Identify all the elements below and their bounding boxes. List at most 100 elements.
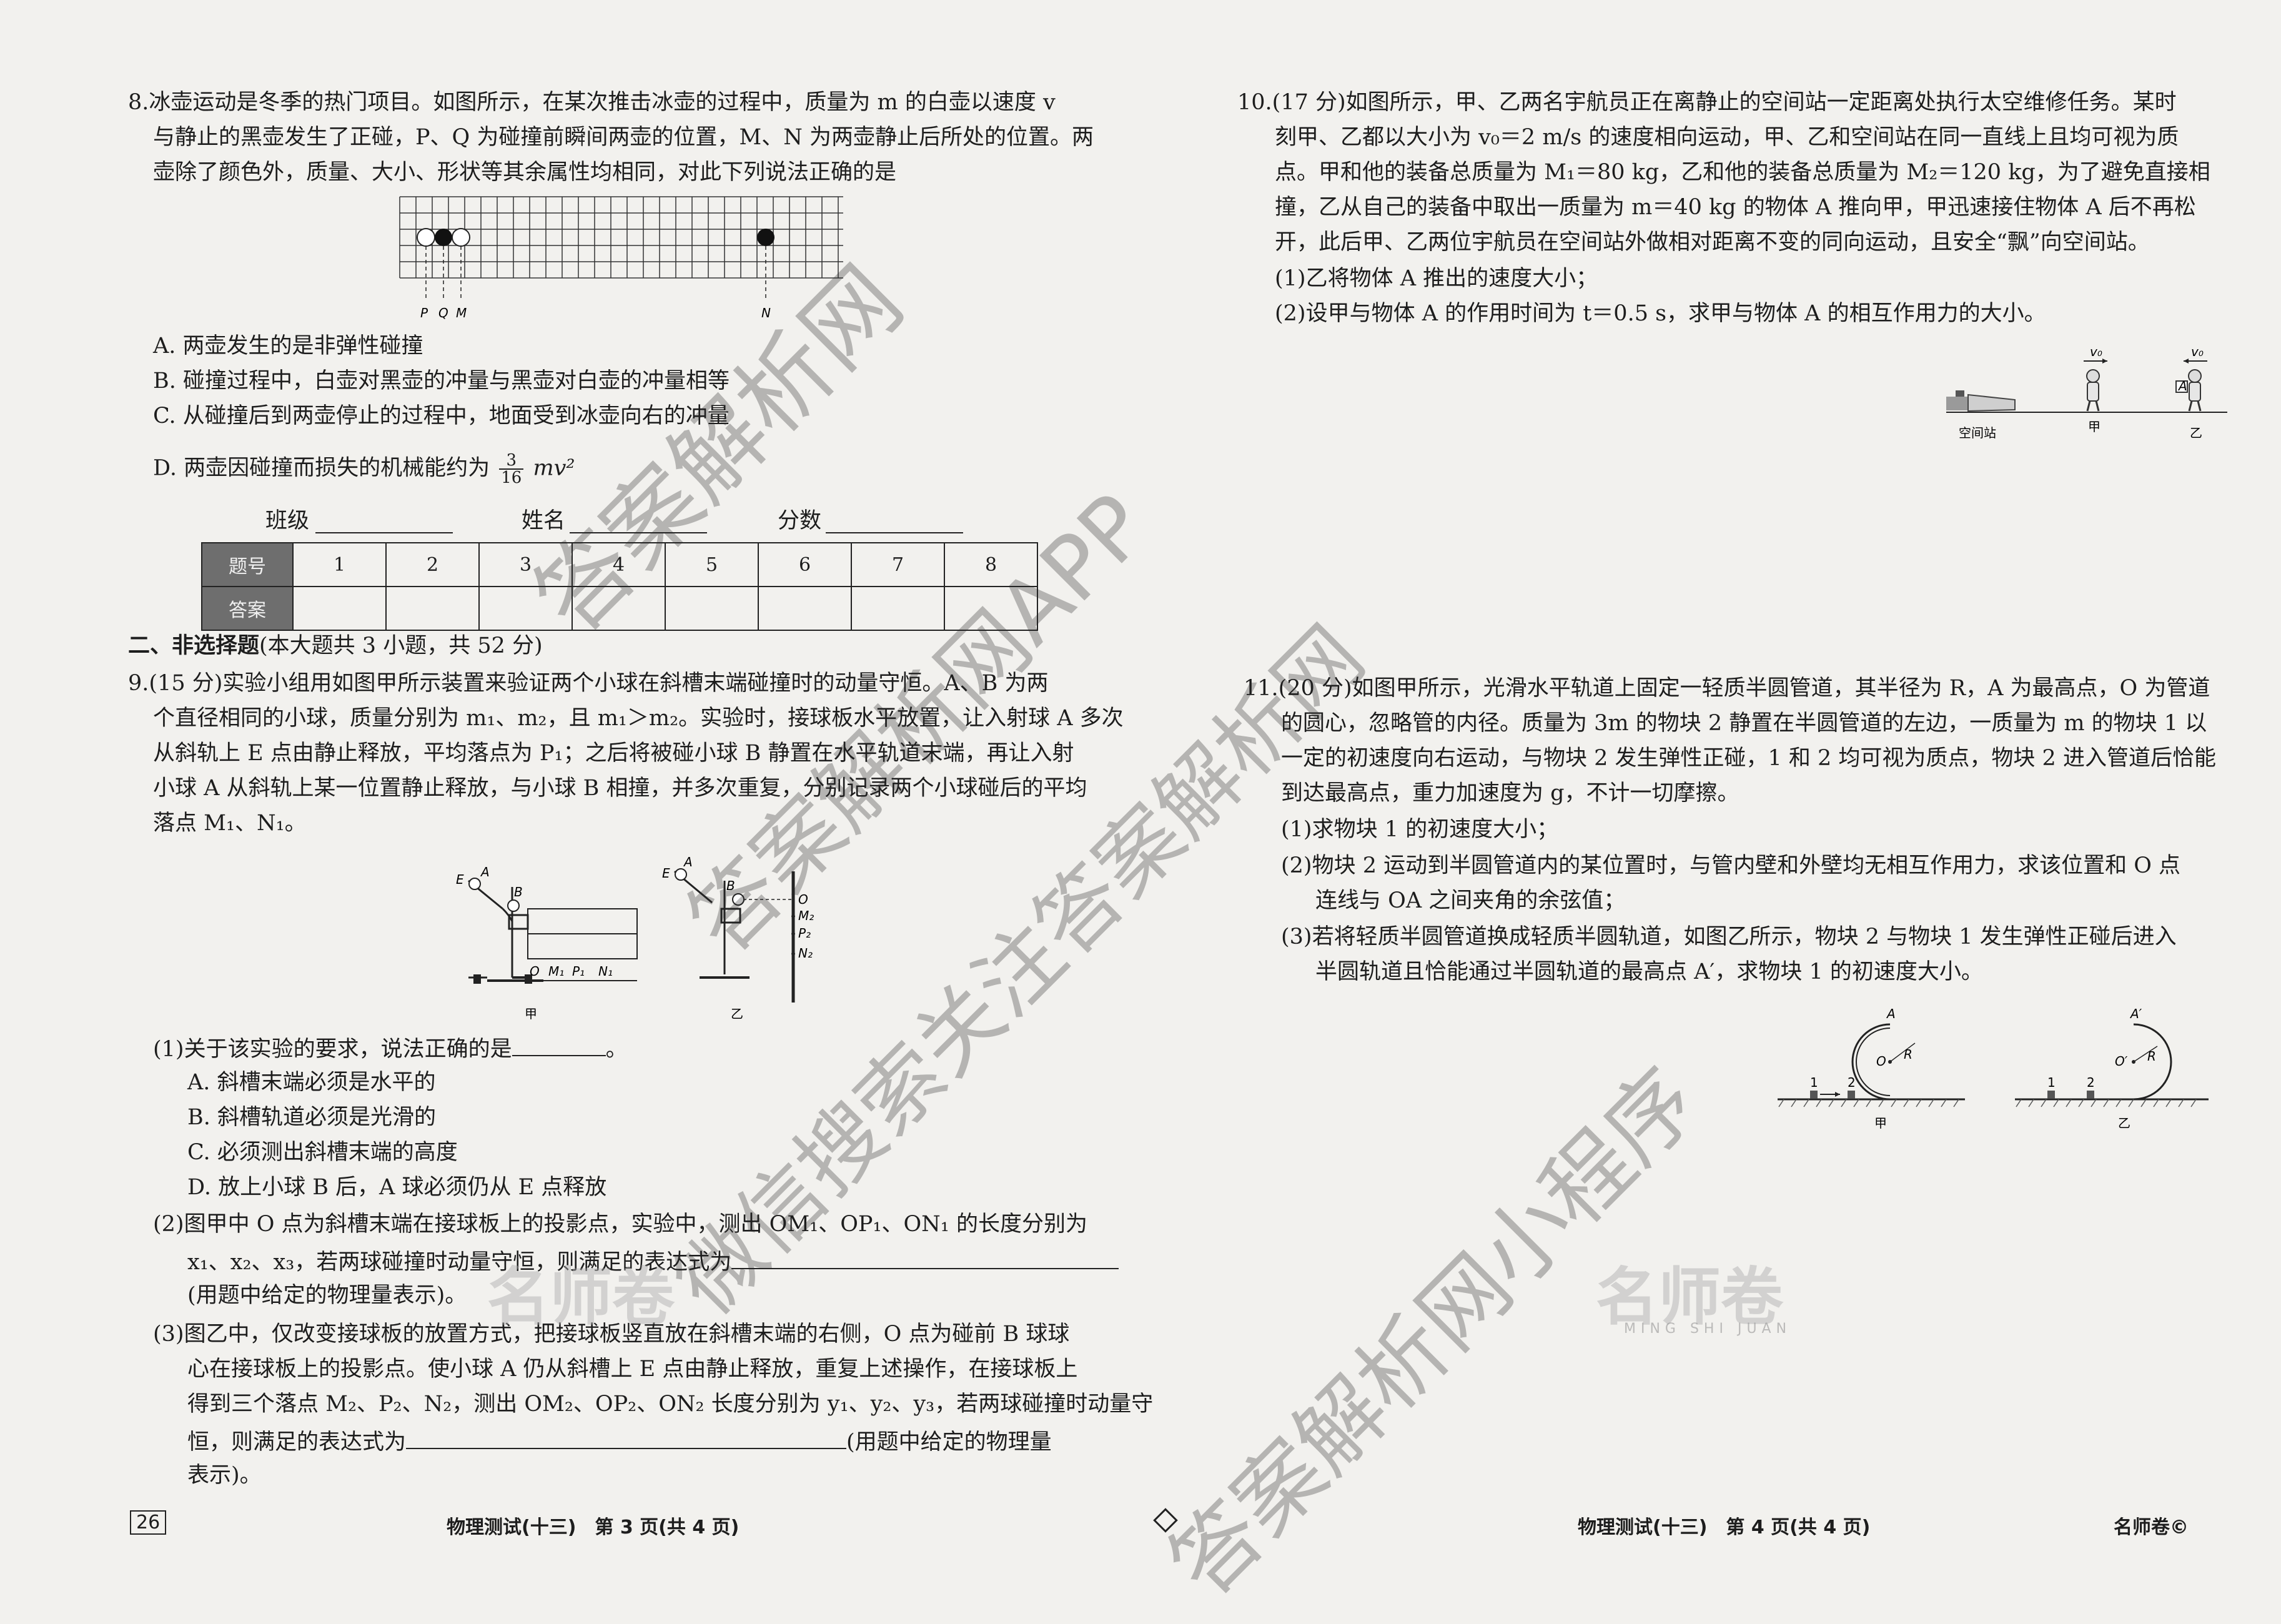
q9-part1-end: 。 [605,1037,628,1062]
q9-line1: 9.(15 分)实验小组用如图甲所示装置来验证两个小球在斜槽末端碰撞时的动量守恒… [128,671,1049,696]
answer-cell[interactable] [944,586,1038,631]
table-row: 题号 1 2 3 4 5 6 7 8 [201,542,1038,587]
name-field[interactable] [570,511,707,533]
fig11-caption-jia: 甲 [1874,1116,1887,1131]
name-label: 姓名 [522,508,566,533]
fig2-label-m2: M₂ [798,908,814,923]
fig11-label-r: R [1904,1047,1912,1062]
left-page: 8.冰壶运动是冬季的热门项目。如图所示，在某次推击冰壶的过程中，质量为 m 的白… [0,0,1153,1624]
white-stone-p [417,228,435,247]
q9-part3-line2: 心在接球板上的投影点。使小球 A 仍从斜槽上 E 点由静止释放，重复上述操作，在… [187,1357,1078,1382]
q11-figure-jia: A O R 1 2 甲 [1778,1006,1965,1131]
jia-label: 甲 [2088,419,2100,434]
q11-line4: 到达最高点，重力加速度为 g，不计一切摩擦。 [1281,781,1739,806]
q10-part1: (1)乙将物体 A 推出的速度大小； [1275,266,1598,291]
q8-line2: 与静止的黑壶发生了正碰，P、Q 为碰撞前瞬间两壶的位置，M、N 为两壶静止后所处… [153,125,1094,150]
table-row: 答案 [201,586,1038,631]
fig2-label-p2: P₂ [798,926,811,941]
q8-line3: 壶除了颜色外，质量、大小、形状等其余属性均相同，对此下列说法正确的是 [153,160,897,185]
q9-line2: 个直径相同的小球，质量分别为 m₁、m₂，且 m₁＞m₂。实验时，接球板水平放置… [153,706,1124,731]
q10-line2: 刻甲、乙都以大小为 v₀＝2 m/s 的速度相向运动，甲、乙和空间站在同一直线上… [1275,125,2179,150]
row-head-number: 题号 [201,542,294,587]
q9-part3-line5: 表示)。 [187,1463,262,1488]
answer-cell[interactable] [292,586,387,631]
fig-caption-yi: 乙 [731,1006,743,1021]
q9-part3-line1: (3)图乙中，仅改变接球板的放置方式，把接球板竖直放在斜槽末端的右侧，O 点为碰… [153,1322,1070,1347]
fig11b-label-r: R [2147,1049,2156,1064]
q8-option-d-expr: mv² [533,455,575,481]
space-station-icon [1946,390,2016,412]
fig11-label-o: O [1876,1054,1886,1069]
q9-part3-line3: 得到三个落点 M₂、P₂、N₂，测出 OM₂、OP₂、ON₂ 长度分别为 y₁、… [187,1392,1154,1417]
q9-part1-text: (1)关于该实验的要求，说法正确的是 [153,1037,512,1062]
fig-label-o: O [530,964,540,979]
yi-label: 乙 [2190,425,2202,440]
label-p: P [420,305,428,320]
q10-line5: 开，此后甲、乙两位宇航员在空间站外做相对距离不变的同向运动，且安全“飘”向空间站… [1275,230,2150,255]
answer-cell[interactable] [665,586,759,631]
answer-cell[interactable] [478,586,573,631]
fig-label-p1: P₁ [572,964,585,979]
q9-part3-text-end: (用题中给定的物理量 [846,1430,1052,1455]
q9-line5: 落点 M₁、N₁。 [153,811,307,836]
label-m: M [456,305,467,320]
q9-option-a: A. 斜槽末端必须是水平的 [187,1070,436,1095]
fraction-numerator: 3 [499,452,524,470]
page-number-box: 26 [130,1510,167,1535]
q10-line3: 点。甲和他的装备总质量为 M₁＝80 kg，乙和他的装备总质量为 M₂＝120 … [1275,160,2210,185]
q9-part1-blank[interactable] [512,1034,606,1056]
q9-option-b: B. 斜槽轨道必须是光滑的 [187,1105,436,1130]
logo-right: 名师卷 [1596,1260,1783,1334]
fig-label-a: A [480,864,490,879]
fig2-label-a: A [683,854,693,869]
fig11b-caption-yi: 乙 [2118,1116,2130,1131]
fig11b-label-block2: 2 [2087,1075,2095,1090]
logo-left: 名师卷 [487,1260,675,1334]
q9-part2-text: x₁、x₂、x₃，若两球碰撞时动量守恒，则满足的表达式为 [187,1250,732,1275]
q11-line1: 11.(20 分)如图甲所示，光滑水平轨道上固定一轻质半圆管道，其半径为 R，A… [1244,676,2210,701]
answer-cell[interactable] [758,586,852,631]
q11-part2-line2: 连线与 OA 之间夹角的余弦值； [1315,888,1626,913]
q11-part3-line1: (3)若将轻质半圆管道换成轻质半圆轨道，如图乙所示，物块 2 与物块 1 发生弹… [1281,924,2177,949]
fraction: 3 16 [499,452,524,487]
section2-title: 二、非选择题 [128,633,260,658]
score-field[interactable] [826,511,963,533]
q10-part2: (2)设甲与物体 A 的作用时间为 t＝0.5 s，求甲与物体 A 的相互作用力… [1275,301,2046,326]
answer-cell[interactable] [571,586,666,631]
q8-option-c: C. 从碰撞后到两壶停止的过程中，地面受到冰壶向右的冲量 [153,404,730,428]
q9-part3-text: 恒，则满足的表达式为 [187,1430,407,1455]
black-stone-n [757,229,774,246]
q9-part1: (1)关于该实验的要求，说法正确的是 。 [153,1034,628,1063]
footer-left-text: 物理测试(十三) 第 3 页(共 4 页) [447,1517,740,1538]
question-number: 6 [758,542,852,587]
q9-part2-line2: x₁、x₂、x₃，若两球碰撞时动量守恒，则满足的表达式为 [187,1247,1119,1276]
answer-cell[interactable] [851,586,945,631]
fraction-denominator: 16 [501,468,522,487]
section2-desc: (本大题共 3 小题，共 52 分) [259,633,543,658]
astronaut-jia-icon [2086,369,2100,412]
class-field[interactable] [315,511,453,533]
fig11b-label-block1: 1 [2047,1075,2056,1090]
white-stone-m [452,228,470,247]
fig11-label-block1: 1 [1810,1075,1818,1090]
q11-line3: 一定的初速度向右运动，与物块 2 发生弹性正碰，1 和 2 均可视为质点，物块 … [1281,746,2216,771]
q9-part2-line3: (用题中给定的物理量表示)。 [187,1283,467,1308]
black-stone-q [435,229,452,246]
q11-line2: 的圆心，忽略管的内径。质量为 3m 的物块 2 静置在半圆管道的左边，一质量为 … [1281,711,2207,736]
class-label: 班级 [265,508,310,533]
fig11b-label-o: O′ [2115,1054,2128,1069]
v0-label-yi: v₀ [2191,344,2204,359]
fig2-label-o: O [798,892,808,907]
q11-figure-yi: A′ O′ R 1 2 乙 [2015,1006,2209,1131]
q9-option-c: C. 必须测出斜槽末端的高度 [187,1140,458,1165]
fig-label-m1: M₁ [548,964,564,979]
q9-part2-blank[interactable] [731,1247,1119,1269]
q9-part3-blank[interactable] [406,1427,847,1449]
question-number: 5 [665,542,759,587]
q8-option-d-text: D. 两壶因碰撞而损失的机械能约为 [153,455,490,481]
astronaut-yi-icon [2175,369,2202,412]
right-page: 10.(17 分)如图所示，甲、乙两名宇航员正在离静止的空间站一定距离处执行太空… [1140,0,2281,1624]
q11-part3-line2: 半圆轨道且恰能通过半圆轨道的最高点 A′，求物块 1 的初速度大小。 [1315,959,1983,984]
fig-label-e: E [456,872,464,887]
answer-cell[interactable] [385,586,480,631]
